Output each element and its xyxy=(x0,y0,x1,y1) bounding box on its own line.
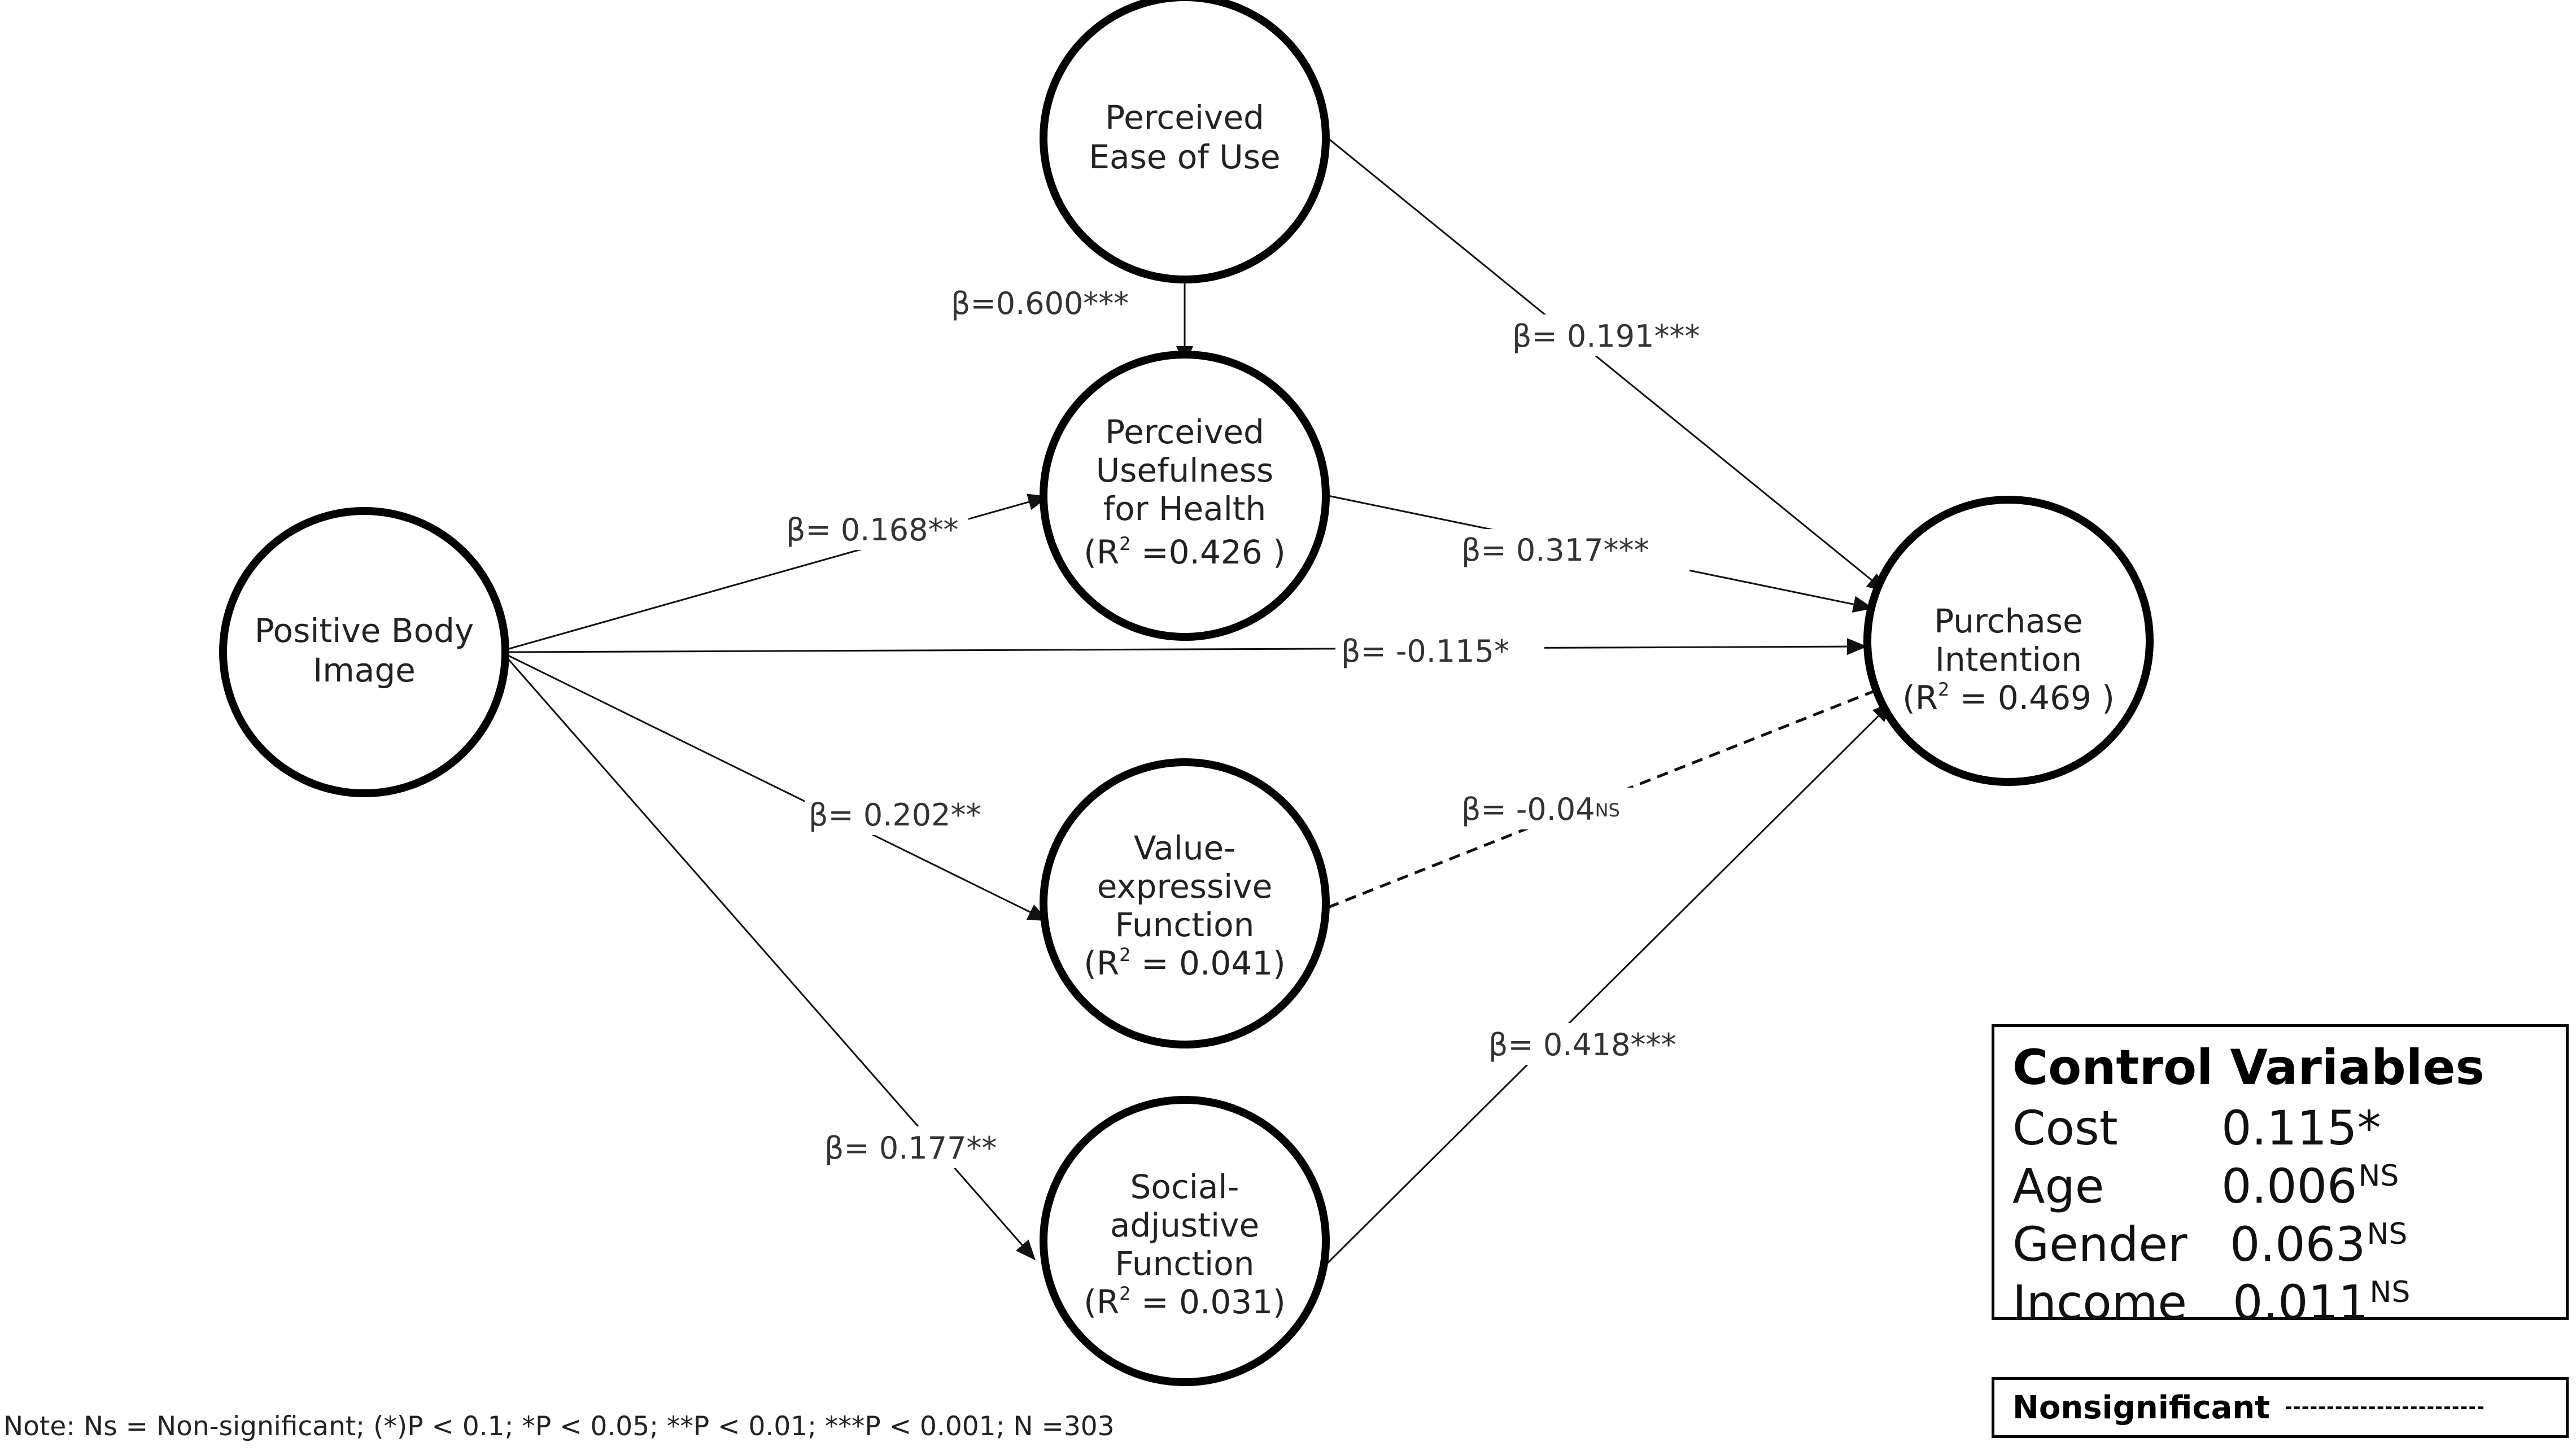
node-value-expressive-function: Value- expressive Function (R2 = 0.041) xyxy=(1040,758,1330,1048)
node-label-line: Intention xyxy=(1935,640,2082,679)
node-label-line: expressive xyxy=(1097,867,1273,906)
legend-label-nonsignificant: Nonsignificant xyxy=(2012,1389,2271,1426)
beta-ease-usefulness: β=0.600*** xyxy=(951,286,1129,321)
beta-social-purchase: β= 0.418*** xyxy=(1488,1027,1676,1063)
ns-mark: NS xyxy=(1595,799,1620,821)
node-label-line: Purchase xyxy=(1934,602,2082,640)
control-name: Income xyxy=(2012,1275,2188,1330)
control-value: 0.063NS xyxy=(2230,1217,2408,1272)
path-body-to-purchase xyxy=(507,638,1867,656)
node-label-line: Image xyxy=(313,651,416,689)
node-perceived-usefulness: Perceived Usefulness for Health (R2 =0.4… xyxy=(1040,351,1330,641)
control-row-age: Age 0.006NS xyxy=(2012,1157,2566,1216)
r-squared-value: (R2 = 0.041) xyxy=(1084,944,1285,982)
r-squared-purchase: (R2 = 0.469 ) xyxy=(1902,679,2115,717)
label-social-purchase: β= 0.418*** xyxy=(1485,1023,1711,1065)
beta-body-value: β= 0.202** xyxy=(809,797,981,833)
node-label-line: adjustive xyxy=(1110,1206,1259,1244)
node-label-line: Value- xyxy=(1134,829,1235,867)
control-value: 0.115* xyxy=(2221,1100,2381,1156)
beta-value-purchase: β= -0.04NS xyxy=(1461,792,1620,827)
node-social-adjustive-function: Social- adjustive Function (R2 = 0.031) xyxy=(1040,1096,1330,1386)
control-variables-box: Control Variables Cost 0.115* Age 0.006N… xyxy=(1992,1024,2569,1330)
control-name: Gender xyxy=(2012,1217,2188,1272)
control-value: 0.011NS xyxy=(2233,1275,2411,1330)
node-label-line: Function xyxy=(1115,906,1255,944)
label-ease-purchase: β= 0.191*** xyxy=(1509,314,1746,356)
node-label-line: Ease of Use xyxy=(1089,138,1280,176)
control-name: Cost xyxy=(2012,1100,2118,1156)
beta-usefulness-purchase: β= 0.317*** xyxy=(1461,532,1649,568)
node-label-line: for Health xyxy=(1103,490,1267,528)
beta-body-purchase: β= -0.115* xyxy=(1341,633,1509,669)
node-label-line: Function xyxy=(1115,1244,1255,1283)
label-ease-usefulness: β=0.600*** xyxy=(943,281,1135,322)
node-label-line: Perceived xyxy=(1105,413,1264,451)
node-label-line: Positive Body xyxy=(255,611,474,650)
r-squared-social: (R2 = 0.031) xyxy=(1084,1283,1285,1321)
label-value-purchase: β= -0.04NS xyxy=(1457,788,1660,829)
beta-body-social: β= 0.177** xyxy=(824,1130,997,1166)
label-usefulness-purchase: β= 0.317*** xyxy=(1458,529,1689,571)
label-body-value: β= 0.202** xyxy=(805,793,997,835)
node-label-line: Usefulness xyxy=(1096,451,1274,490)
path-body-to-value xyxy=(507,654,1049,921)
path-social-to-purchase xyxy=(1320,701,1893,1270)
r-squared-usefulness: (R2 =0.426 ) xyxy=(1084,533,1285,571)
node-label-line: Perceived xyxy=(1105,98,1264,137)
node-perceived-ease-of-use: Perceived Ease of Use xyxy=(1040,0,1330,283)
control-variables-title: Control Variables xyxy=(2012,1039,2485,1096)
footnote: Note: Ns = Non-significant; (*)P < 0.1; … xyxy=(3,1411,1115,1442)
path-body-to-social xyxy=(506,657,1036,1261)
label-body-social: β= 0.177** xyxy=(820,1126,1007,1168)
path-ease-to-purchase xyxy=(1328,137,1888,593)
label-body-usefulness: β= 0.168** xyxy=(782,508,968,550)
control-row-gender: Gender 0.063NS xyxy=(2012,1216,2566,1274)
node-label-line: Social- xyxy=(1130,1168,1239,1206)
node-purchase-intention: Purchase Intention (R2 = 0.469 ) xyxy=(1863,496,2154,786)
control-row-cost: Cost 0.115* xyxy=(2012,1099,2566,1157)
beta-body-usefulness: β= 0.168** xyxy=(786,512,958,548)
legend-dashed-line xyxy=(2286,1406,2484,1409)
legend-box: Nonsignificant xyxy=(1992,1377,2569,1438)
control-value: 0.006NS xyxy=(2221,1159,2399,1214)
node-positive-body-image: Positive Body Image xyxy=(219,507,509,797)
control-name: Age xyxy=(2012,1159,2105,1214)
control-row-income: Income 0.011NS xyxy=(2012,1274,2566,1332)
beta-ease-purchase: β= 0.191*** xyxy=(1512,318,1700,354)
label-body-purchase: β= -0.115* xyxy=(1335,630,1544,671)
